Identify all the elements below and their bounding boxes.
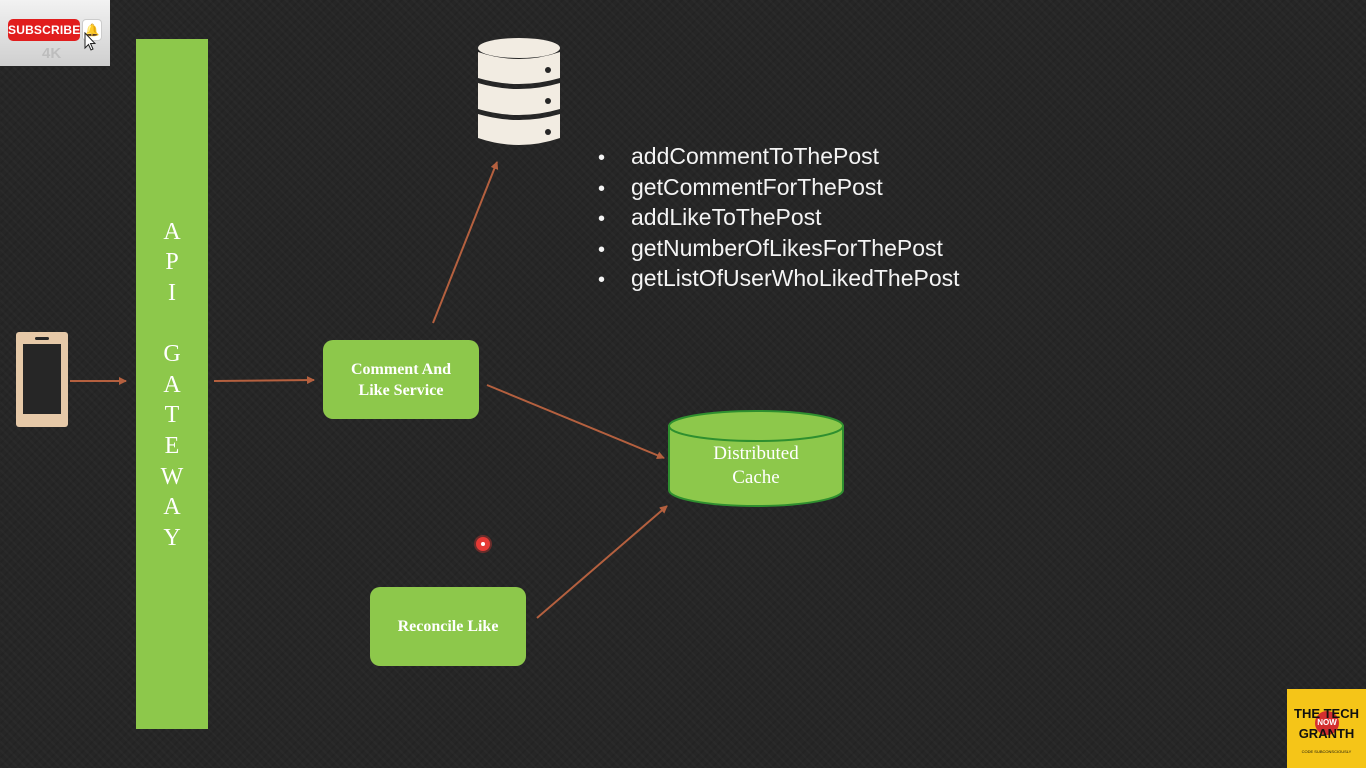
gateway-letter: Y bbox=[163, 525, 181, 551]
service-label-line2: Like Service bbox=[358, 381, 444, 399]
gateway-letter: P bbox=[165, 249, 179, 275]
api-gateway: A P I G A T E W A Y bbox=[136, 39, 208, 729]
bullet: • bbox=[598, 147, 606, 169]
list-item: • getListOfUserWhoLikedThePost bbox=[598, 263, 960, 294]
api-method: getListOfUserWhoLikedThePost bbox=[631, 265, 960, 292]
gateway-letter: W bbox=[160, 464, 184, 490]
cache-label-line2: Cache bbox=[732, 467, 780, 488]
gateway-letter: T bbox=[164, 402, 180, 428]
logo-line2: GRANTH bbox=[1298, 726, 1355, 741]
cache-label-line1: Distributed bbox=[713, 443, 799, 464]
bullet: • bbox=[598, 208, 606, 231]
list-item: • addCommentToThePost bbox=[598, 141, 960, 172]
gateway-letter: E bbox=[164, 433, 180, 459]
phone-speaker bbox=[35, 337, 49, 340]
arrow-service-to-cache bbox=[486, 384, 665, 460]
api-method-list: • addCommentToThePost • getCommentForThePo… bbox=[598, 141, 960, 294]
api-method: getCommentForThePost bbox=[631, 173, 883, 200]
phone-screen bbox=[23, 344, 61, 414]
list-item: • getCommentForThePost bbox=[598, 172, 960, 203]
api-method: addLikeToThePost bbox=[631, 204, 822, 231]
service-label-line1: Comment And bbox=[350, 360, 451, 378]
subscribe-button[interactable]: SUBSCRIBE bbox=[8, 19, 80, 41]
reconcile-like-service: Reconcile Like bbox=[370, 587, 526, 666]
reconcile-label: Reconcile Like bbox=[397, 618, 499, 635]
bullet: • bbox=[598, 269, 606, 292]
list-item: • getNumberOfLikesForThePost bbox=[598, 233, 960, 264]
channel-logo[interactable]: NOW THE TECH GRANTH CODE SUBCONSCIOUSLY bbox=[1287, 689, 1366, 768]
mobile-device bbox=[16, 332, 68, 427]
gateway-letter: A bbox=[163, 219, 181, 245]
subscribe-widget: SUBSCRIBE 🔔 4K bbox=[0, 0, 110, 66]
arrow-service-to-database bbox=[432, 161, 499, 324]
comment-and-like-service: Comment And Like Service bbox=[323, 340, 479, 419]
database-icon bbox=[478, 38, 560, 145]
arrow-gateway-to-service bbox=[213, 376, 315, 385]
distributed-cache bbox=[668, 410, 844, 507]
gateway-letter: A bbox=[163, 494, 181, 520]
cache-label: Distributed Cache bbox=[668, 442, 844, 490]
bullet: • bbox=[598, 238, 606, 261]
gateway-letter: I bbox=[168, 280, 176, 306]
bullet: • bbox=[598, 177, 606, 200]
cursor-icon bbox=[84, 32, 96, 51]
quality-badge: 4K bbox=[42, 45, 62, 62]
logo-tagline: CODE SUBCONSCIOUSLY bbox=[1301, 749, 1352, 754]
gateway-letter: G bbox=[163, 341, 181, 367]
record-dot-icon bbox=[476, 537, 490, 551]
gateway-letter: A bbox=[163, 372, 181, 398]
api-method: getNumberOfLikesForThePost bbox=[631, 234, 943, 261]
list-item: • addLikeToThePost bbox=[598, 202, 960, 233]
arrow-reconcile-to-cache bbox=[536, 505, 668, 619]
api-method: addCommentToThePost bbox=[631, 143, 880, 169]
logo-line1: THE TECH bbox=[1294, 706, 1359, 721]
logo-badge: NOW bbox=[1315, 711, 1339, 735]
